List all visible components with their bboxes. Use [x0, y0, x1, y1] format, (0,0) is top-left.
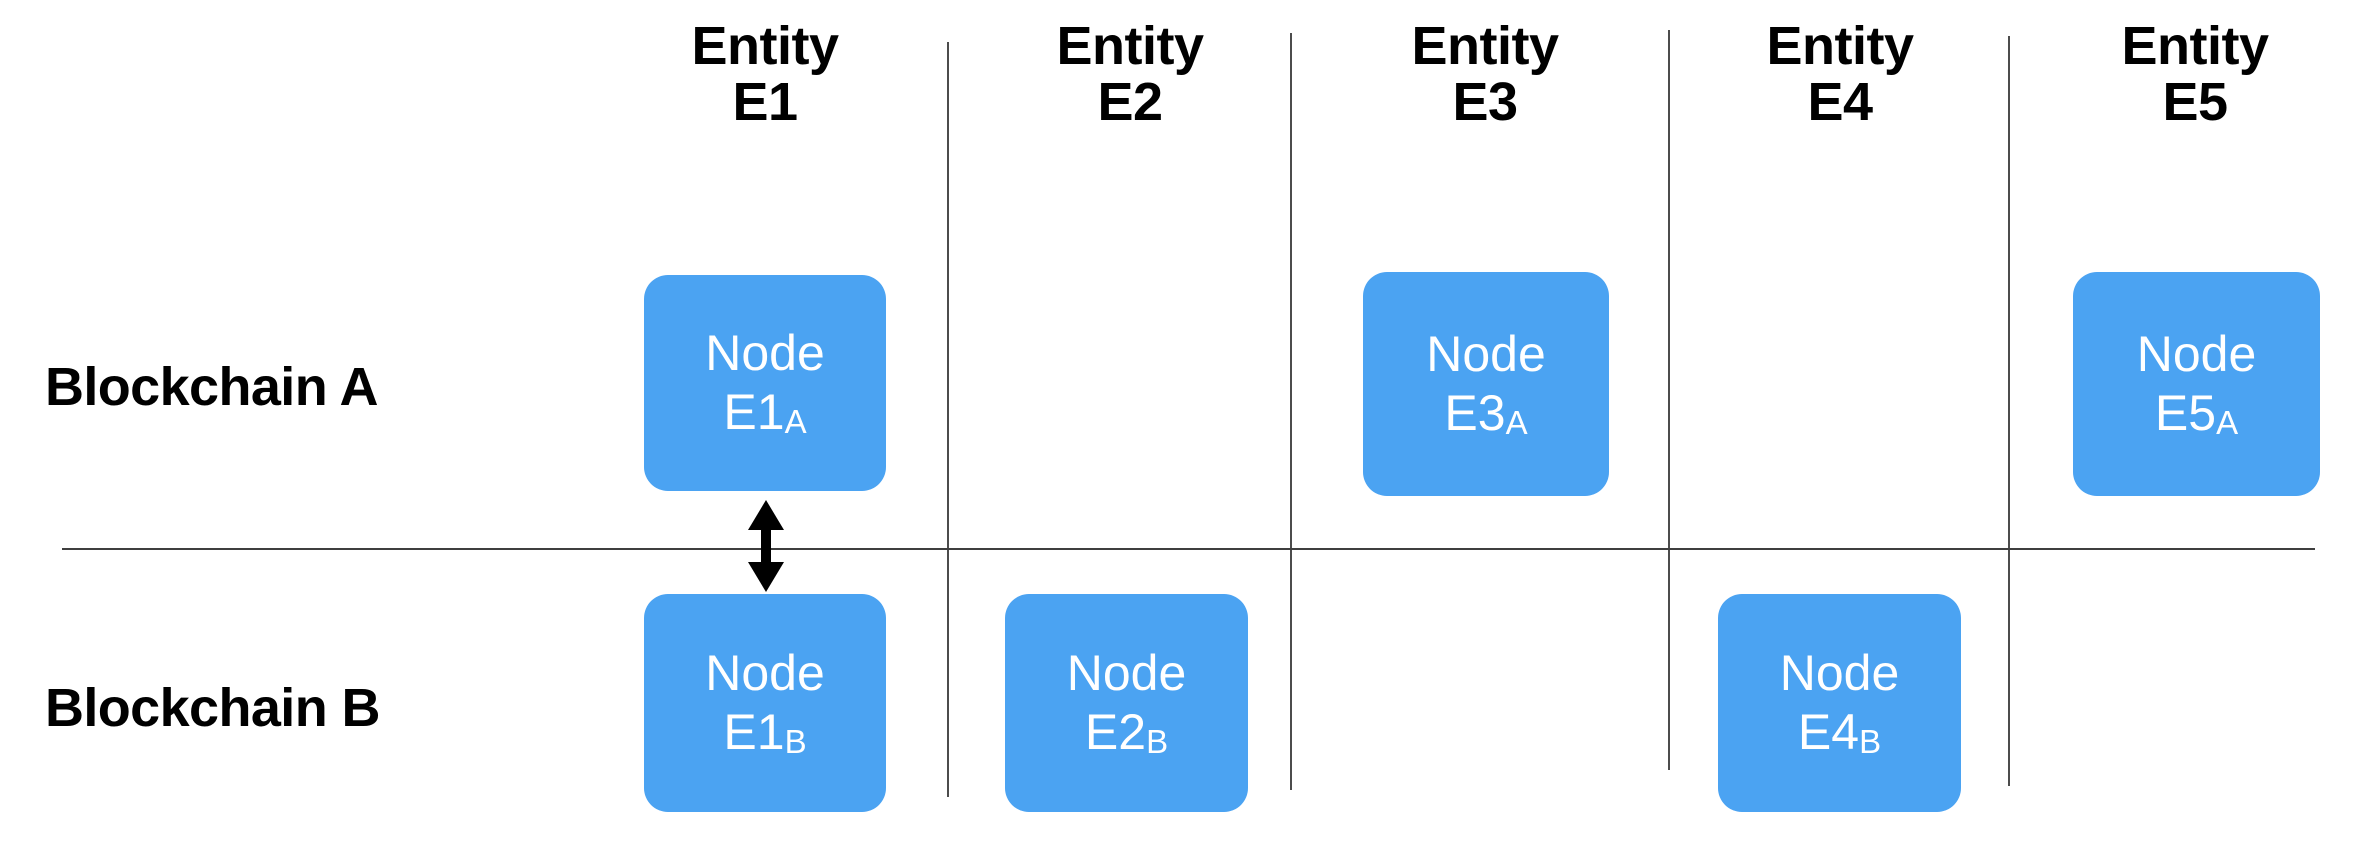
column-divider-4 — [2008, 36, 2010, 786]
node-e5-a-word: Node — [2136, 326, 2257, 382]
node-e3-a[interactable]: Node E3A — [1363, 272, 1609, 496]
node-e1-b-word: Node — [705, 645, 825, 701]
column-divider-2 — [1290, 33, 1292, 790]
node-e1-a-id: E1A — [723, 384, 807, 440]
node-e1-b-id: E1B — [723, 704, 807, 760]
column-divider-1 — [947, 42, 949, 797]
column-header-e1: Entity E1 — [691, 16, 839, 133]
node-e5-a[interactable]: Node E5A — [2073, 272, 2320, 496]
column-header-e2: Entity E2 — [1056, 16, 1204, 133]
node-e1-a-word: Node — [705, 325, 825, 381]
node-e4-b[interactable]: Node E4B — [1718, 594, 1961, 812]
e1-cross-chain-arrow-icon — [736, 500, 796, 592]
blockchain-separator-line — [62, 548, 2315, 550]
column-header-e5: Entity E5 — [2121, 16, 2269, 133]
node-e4-b-id: E4B — [1797, 704, 1882, 760]
row-label-blockchain-a: Blockchain A — [45, 357, 378, 417]
node-e1-a[interactable]: Node E1A — [644, 275, 886, 491]
node-e3-a-word: Node — [1426, 326, 1546, 382]
node-e3-a-id: E3A — [1444, 385, 1528, 441]
row-label-blockchain-b: Blockchain B — [45, 678, 380, 738]
node-e2-b[interactable]: Node E2B — [1005, 594, 1248, 812]
column-header-e4: Entity E4 — [1766, 16, 1914, 133]
node-e4-b-word: Node — [1779, 645, 1900, 701]
node-e5-a-id: E5A — [2154, 385, 2239, 441]
column-header-e3: Entity E3 — [1411, 16, 1559, 133]
node-e2-b-id: E2B — [1084, 704, 1169, 760]
node-e2-b-word: Node — [1066, 645, 1187, 701]
column-divider-3 — [1668, 30, 1670, 770]
node-e1-b[interactable]: Node E1B — [644, 594, 886, 812]
